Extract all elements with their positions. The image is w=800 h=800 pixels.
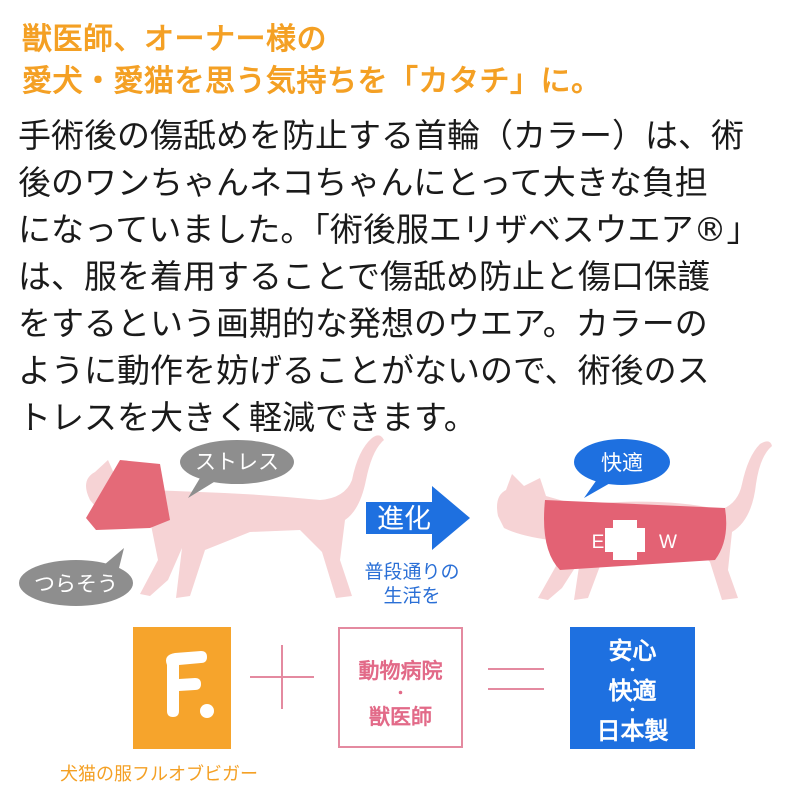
description-line: 後のワンちゃんネコちゃんにとって大きな負担	[18, 163, 708, 202]
result-box: 安心 ・ 快適 ・ 日本製	[570, 627, 695, 749]
result-line-3: 日本製	[596, 717, 669, 745]
caption-line-2: 生活を	[383, 585, 441, 607]
everyday-life-caption: 普段通りの 生活を	[352, 560, 472, 608]
description-line: になっていました。「術後服エリザベスウエア®」	[18, 210, 760, 249]
headline-line-1: 獣医師、オーナー様の	[22, 22, 327, 57]
cat-with-wear-illustration: E W	[497, 441, 772, 600]
tsurasou-speech-bubble: つらそう	[19, 548, 133, 606]
result-line-1: 安心	[608, 637, 657, 665]
elizabeth-collar	[86, 460, 170, 530]
comfort-bubble-text: 快適	[601, 451, 643, 475]
equals-sign-icon	[488, 668, 544, 690]
plus-sign-icon	[250, 645, 314, 709]
comfort-speech-bubble: 快適	[574, 439, 670, 498]
vet-line-2: 獣医師	[369, 705, 432, 729]
result-separator-1: ・	[625, 663, 640, 679]
wear-letter-w: W	[659, 532, 677, 553]
description-line: トレスを大きく軽減できます。	[18, 398, 477, 437]
stress-bubble-text: ストレス	[195, 450, 279, 474]
vet-line-1: 動物病院	[358, 659, 443, 683]
evolution-arrow: 進化	[366, 486, 470, 550]
vet-separator: ・	[393, 686, 408, 702]
description-line: ように動作を妨げることがないので、術後のス	[18, 351, 710, 390]
logo-f-mark: F.	[166, 651, 214, 718]
wear-letter-e: E	[592, 532, 605, 553]
evolution-arrow-label: 進化	[377, 504, 431, 535]
result-separator-2: ・	[625, 703, 640, 719]
description-line: は、服を着用することで傷舐め防止と傷口保護	[18, 257, 711, 296]
vet-clinic-box: 動物病院 ・ 獣医師	[338, 627, 463, 748]
description-paragraph: 手術後の傷舐めを防止する首輪（カラー）は、術 後のワンちゃんネコちゃんにとって大…	[18, 112, 788, 441]
fullofvigor-logo: F.	[133, 627, 231, 749]
left-cat-body	[86, 435, 384, 598]
result-line-2: 快適	[608, 677, 657, 705]
wear-cross-icon	[605, 520, 645, 560]
cat-comparison-illustration: ストレス つらそう 進化 E W 快適	[19, 435, 772, 606]
cat-with-collar-illustration	[86, 435, 384, 598]
stress-speech-bubble: ストレス	[180, 440, 294, 498]
tsurasou-bubble-text: つらそう	[34, 572, 118, 596]
description-line: 手術後の傷舐めを防止する首輪（カラー）は、術	[18, 116, 744, 155]
description-line: をするという画期的な発想のウエア。カラーの	[18, 304, 708, 343]
logo-caption: 犬猫の服フルオブビガー	[60, 764, 258, 785]
headline-line-2: 愛犬・愛猫を思う気持ちを「カタチ」に。	[22, 64, 602, 99]
caption-line-1: 普段通りの	[364, 561, 460, 583]
